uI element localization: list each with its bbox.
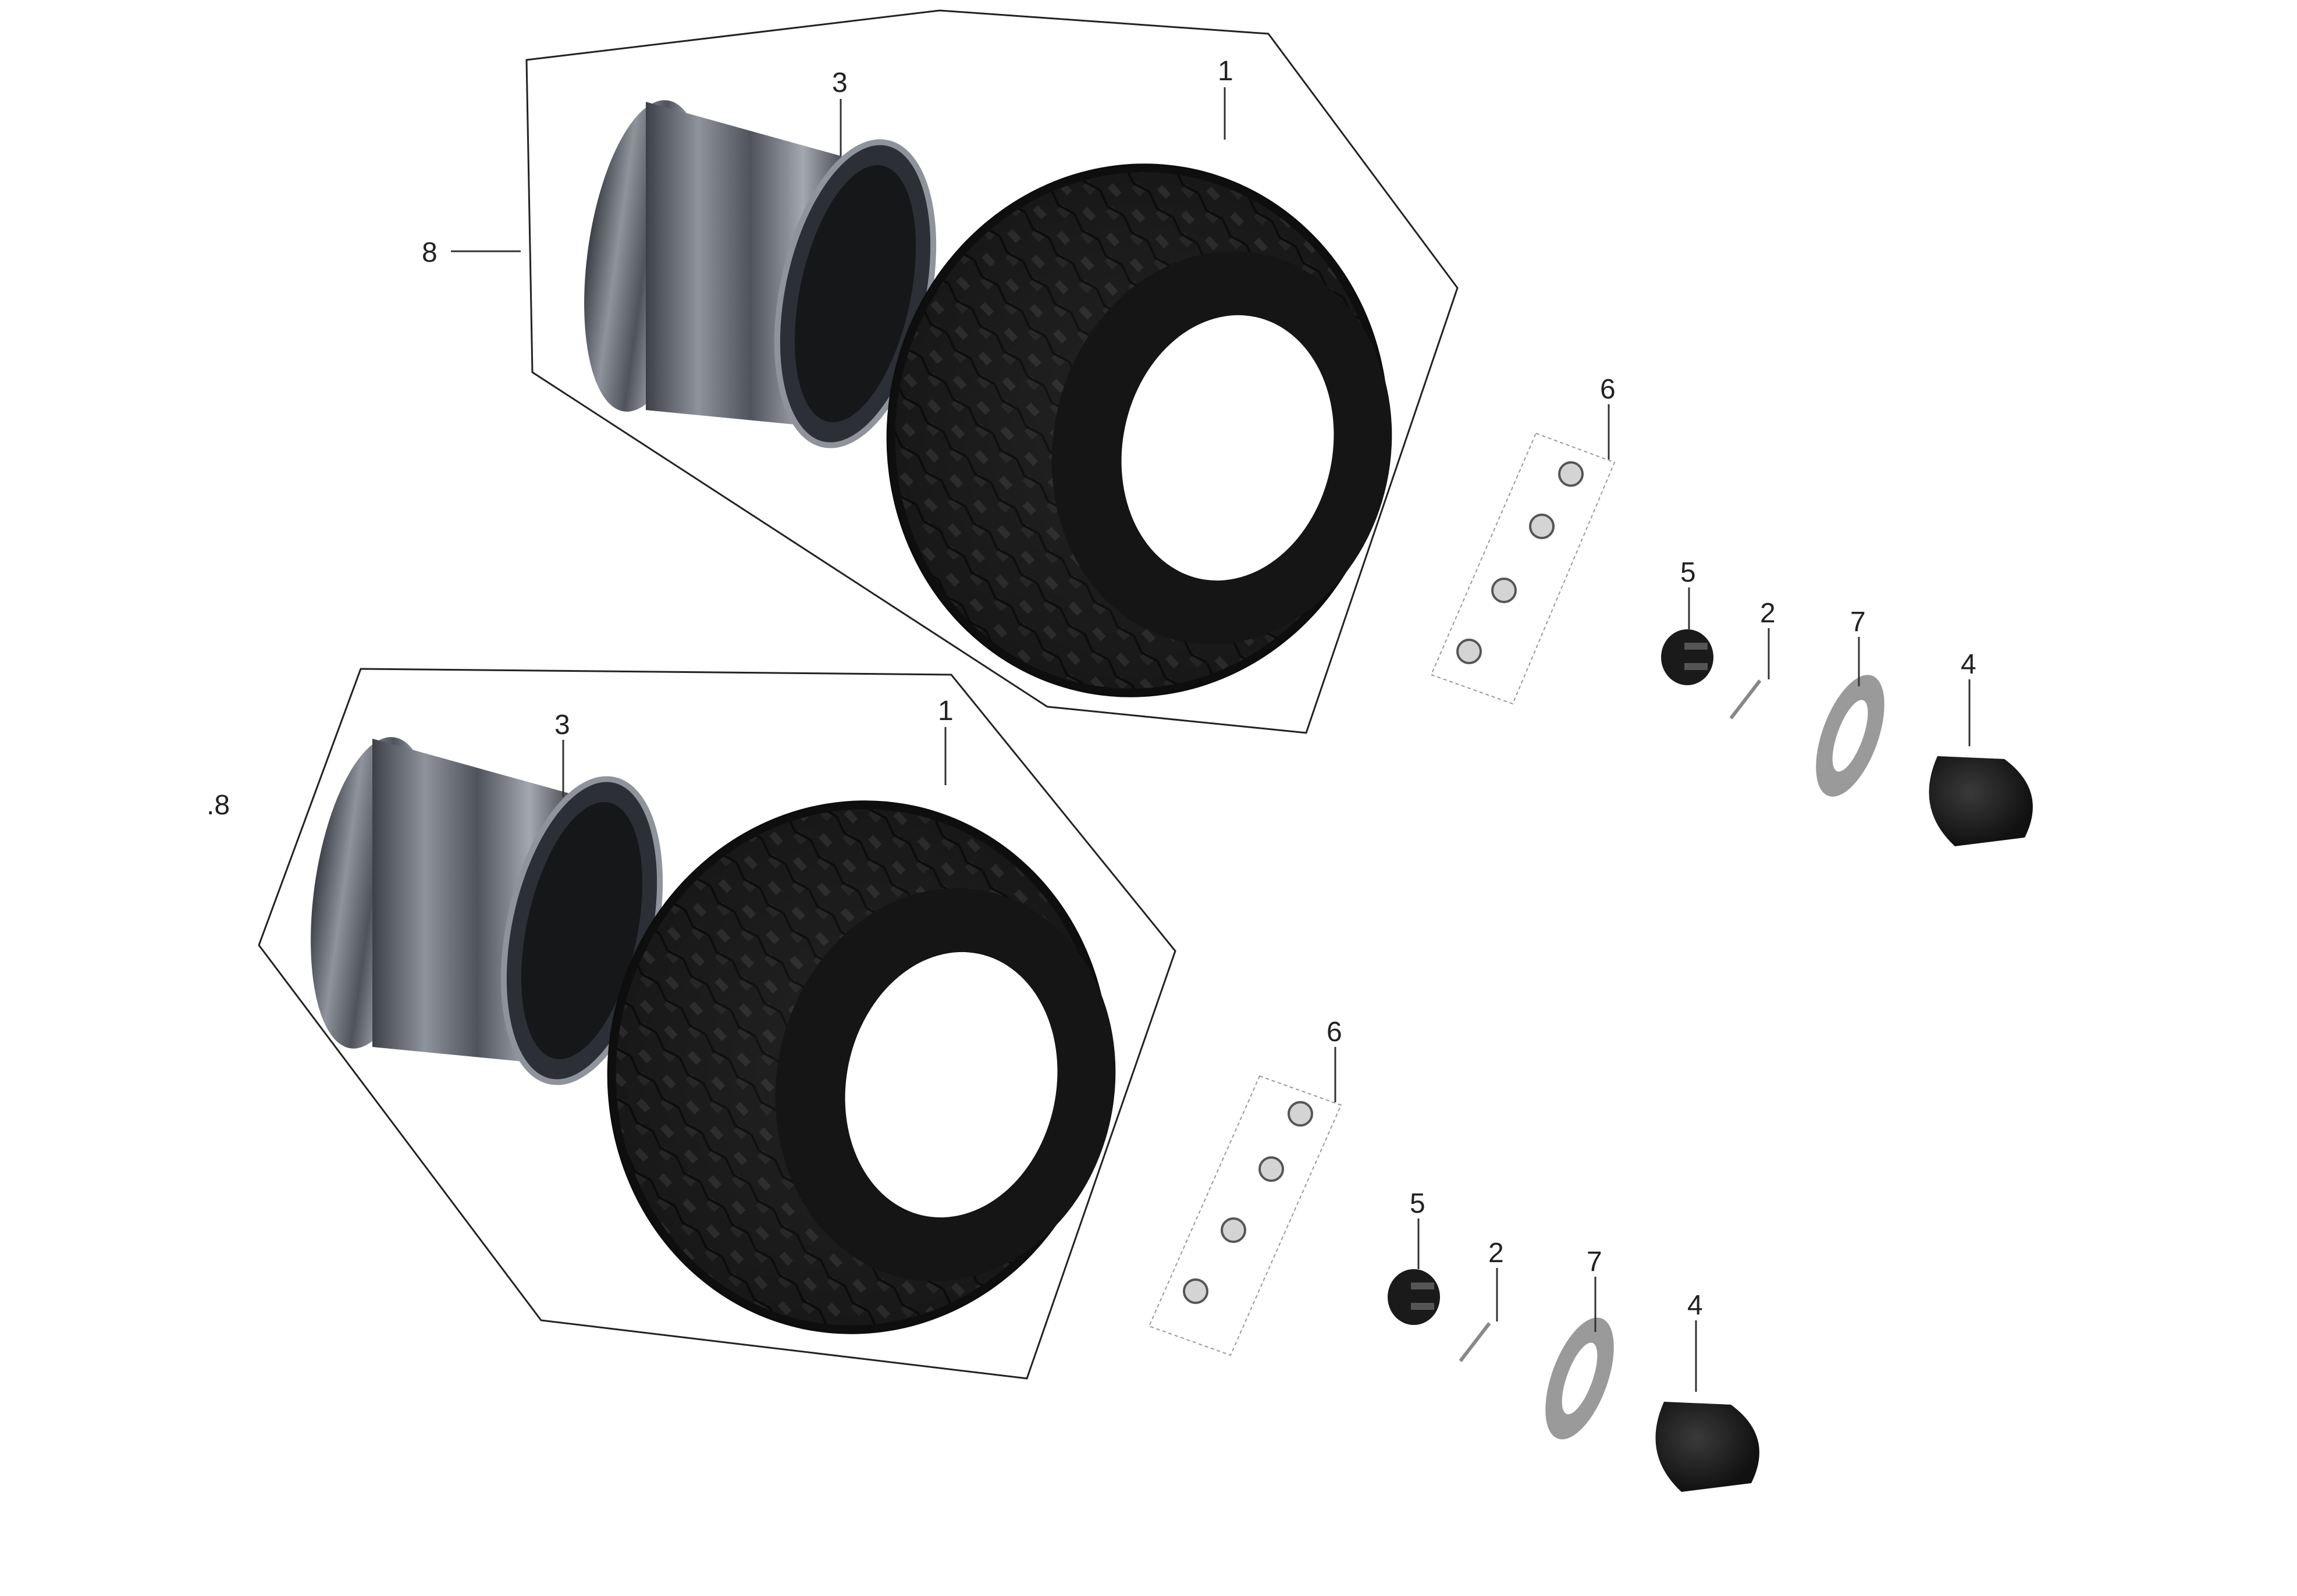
lower-washer [1545, 1317, 1614, 1440]
upper-tire [886, 163, 1392, 697]
callout-washer: 7 [1587, 1246, 1602, 1277]
upper-assembly-outline [525, 9, 1459, 734]
upper-rim [584, 100, 937, 448]
upper-castle-nut [1661, 629, 1713, 685]
callout-rim: 3 [832, 67, 848, 98]
lower-wheel-assembly: 1 3 .8 6 5 2 7 4 [207, 668, 1759, 1492]
callout-hub-cap: 4 [1961, 649, 1976, 680]
lower-cotter-pin [1459, 1322, 1491, 1362]
upper-hub-cap [1929, 756, 2033, 846]
callout-rim: 3 [554, 710, 570, 740]
upper-washer [1816, 675, 1884, 797]
lower-hub-cap [1655, 1402, 1759, 1492]
upper-nut-set [1430, 432, 1616, 705]
lower-tire [607, 800, 1116, 1334]
callout-nut-set: 6 [1327, 1017, 1342, 1048]
lower-callouts: 1 3 .8 6 5 2 7 4 [207, 696, 1703, 1392]
callout-hub-cap: 4 [1687, 1290, 1703, 1321]
callout-nut-set: 6 [1600, 374, 1616, 405]
callout-tire: 1 [938, 696, 954, 726]
callout-cotter-pin: 2 [1488, 1238, 1504, 1269]
lower-castle-nut [1388, 1269, 1440, 1325]
callout-wheel-assembly: .8 [207, 790, 230, 821]
upper-callouts: 1 3 8 6 5 2 7 4 [422, 56, 1976, 746]
upper-cotter-pin [1729, 679, 1762, 719]
callout-cotter-pin: 2 [1760, 598, 1776, 629]
upper-wheel-assembly: 1 3 8 6 5 2 7 4 [422, 9, 2033, 846]
callout-castle-nut: 5 [1410, 1188, 1425, 1219]
lower-assembly-outline [258, 668, 1176, 1380]
lower-nut-set [1148, 1075, 1342, 1356]
callout-wheel-assembly: 8 [422, 237, 438, 268]
callout-castle-nut: 5 [1680, 557, 1696, 588]
callout-tire: 1 [1218, 56, 1233, 87]
callout-washer: 7 [1850, 607, 1866, 637]
